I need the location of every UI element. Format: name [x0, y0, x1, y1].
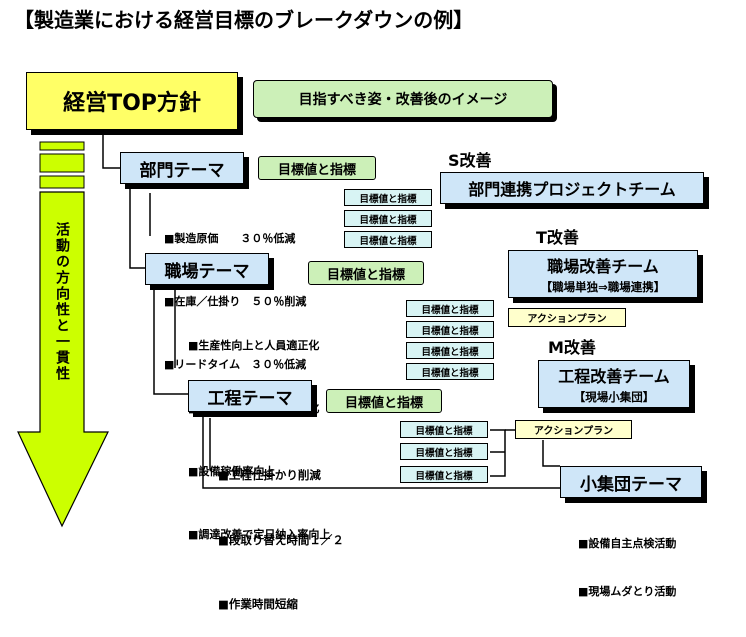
t-kaizen-box: 職場改善チーム 【職場単独⇒職場連携】 [508, 250, 698, 298]
small-group-items: ■設備自主点検活動 ■現場ムダとり活動 [578, 504, 676, 616]
vision-box: 目指すべき姿・改善後のイメージ [253, 80, 553, 118]
list-item: ■生産性向上と人員適正化 [188, 339, 320, 352]
list-item: ■設備自主点検活動 [578, 537, 677, 550]
t-kaizen-sub: 【職場単独⇒職場連携】 [540, 280, 666, 294]
m-kaizen-box: 工程改善チーム 【現場小集団】 [538, 360, 690, 408]
list-item: ■設備稼働率向上 [188, 465, 276, 478]
workplace-tag: 目標値と指標 [406, 342, 494, 359]
list-item: ■調達改善で定日納入率向上 [188, 528, 331, 541]
m-kaizen-label: M改善 [548, 338, 596, 357]
s-kaizen-label: S改善 [448, 151, 492, 170]
process-target-label: 目標値と指標 [326, 389, 442, 413]
process-action-plan: アクションプラン [515, 420, 632, 439]
m-kaizen-title: 工程改善チーム [558, 367, 670, 386]
connector-lines [102, 130, 560, 489]
dept-target-label: 目標値と指標 [258, 156, 376, 180]
list-item: ■段取り替え時間１／２ [218, 532, 344, 547]
t-kaizen-label: T改善 [536, 228, 579, 247]
process-tag: 目標値と指標 [400, 443, 488, 460]
process-items: ■工程仕掛かり削減 ■段取り替え時間１／２ ■作業時間短縮 [218, 422, 344, 637]
dept-items: ■製造原価 ３０％低減 ■在庫／仕掛り ５０％削減 ■リードタイム ３０％低減 [164, 186, 306, 396]
list-item: ■製造原価 ３０％低減 [164, 232, 296, 245]
dept-tag: 目標値と指標 [344, 210, 432, 227]
list-item: ■在庫／仕掛り ５０％削減 [164, 295, 307, 308]
small-group-theme-box: 小集団テーマ [560, 466, 702, 498]
workplace-theme-box: 職場テーマ [145, 253, 269, 285]
list-item: ■リードタイム ３０％低減 [164, 358, 307, 371]
dept-tag: 目標値と指標 [344, 189, 432, 206]
workplace-target-label: 目標値と指標 [308, 261, 424, 285]
dept-theme-box: 部門テーマ [120, 152, 244, 184]
process-tag: 目標値と指標 [400, 466, 488, 483]
top-policy-box: 経営TOP方針 [26, 72, 238, 130]
workplace-action-plan: アクションプラン [508, 308, 626, 327]
list-item: ■作業時間短縮 [218, 597, 298, 611]
workplace-tag: 目標値と指標 [406, 363, 494, 380]
process-theme-box: 工程テーマ [188, 380, 312, 412]
list-item: ■現場ムダとり活動 [578, 585, 677, 598]
process-tag: 目標値と指標 [400, 421, 488, 438]
direction-arrow [17, 141, 109, 528]
workplace-tag: 目標値と指標 [406, 321, 494, 338]
t-kaizen-title: 職場改善チーム [547, 257, 659, 276]
arrow-text: 活動の方向性と一貫性 [54, 222, 70, 382]
workplace-tag: 目標値と指標 [406, 300, 494, 317]
s-kaizen-box: 部門連携プロジェクトチーム [440, 172, 704, 204]
m-kaizen-sub: 【現場小集団】 [573, 390, 655, 404]
dept-tag: 目標値と指標 [344, 231, 432, 248]
page-title: 【製造業における経営目標のブレークダウンの例】 [14, 8, 474, 32]
list-item: ■工程仕掛かり削減 [218, 468, 321, 482]
